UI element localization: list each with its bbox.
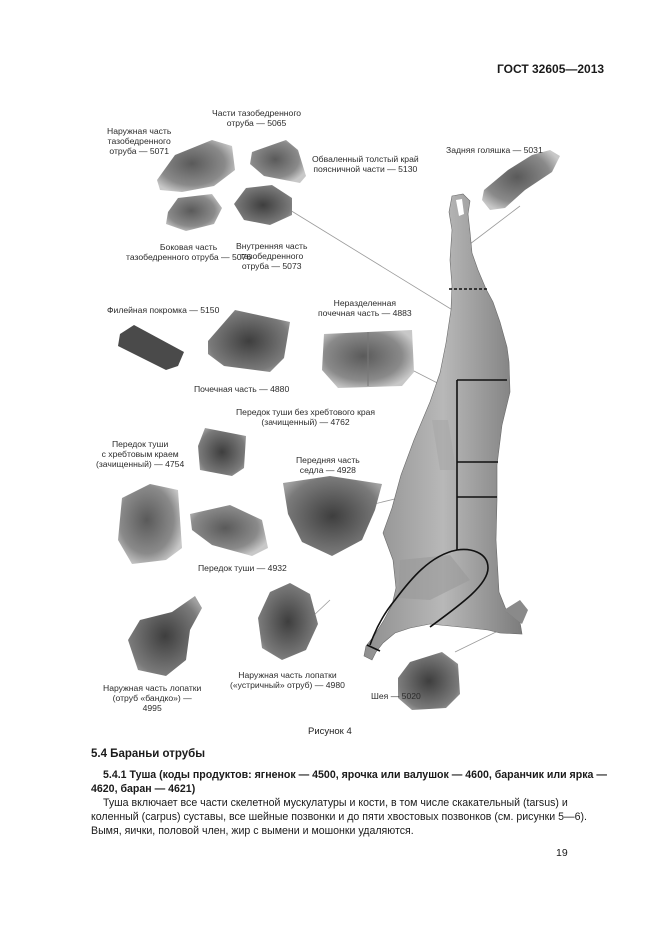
cut-5076 xyxy=(166,194,222,231)
cut-4932 xyxy=(190,505,268,556)
cut-4754 xyxy=(118,484,182,564)
cut-5031 xyxy=(482,150,560,210)
cut-5150 xyxy=(118,325,184,370)
label-4762: Передок туши без хребтового края(зачищен… xyxy=(236,407,376,428)
label-5031: Задняя голяшка — 5031 xyxy=(446,145,543,155)
subsection-title-line1: 5.4.1 Туша (коды продуктов: ягненок — 45… xyxy=(103,769,607,781)
cut-5020 xyxy=(398,652,460,710)
cut-4880 xyxy=(208,310,290,372)
page-number: 19 xyxy=(556,847,568,859)
cut-5065 xyxy=(250,140,306,183)
cut-5073 xyxy=(234,185,292,225)
section-title: 5.4 Бараньи отрубы xyxy=(91,748,206,760)
cut-4980 xyxy=(258,583,318,660)
label-5020: Шея — 5020 xyxy=(371,691,421,701)
cut-5071 xyxy=(157,140,235,192)
body-line-3: Вымя, яички, половой член, жир с вымени … xyxy=(91,825,414,837)
cut-4928 xyxy=(283,476,382,556)
label-4880: Почечная часть — 4880 xyxy=(194,384,290,394)
carcass-silhouette xyxy=(363,193,528,661)
body-line-1: Туша включает все части скелетной мускул… xyxy=(103,797,568,809)
cut-4762 xyxy=(198,428,246,476)
body-line-2: коленный (carpus) суставы, все шейные по… xyxy=(91,811,587,823)
label-4932: Передок туши — 4932 xyxy=(198,563,287,573)
label-4980: Наружная часть лопатки(«устричный» отруб… xyxy=(230,670,345,691)
subsection-title-line2: 4620, баран — 4621) xyxy=(91,783,196,795)
label-4995: Наружная часть лопатки(отруб «бандко») —… xyxy=(103,683,202,714)
standard-number: ГОСТ 32605—2013 xyxy=(497,62,605,76)
label-5150: Филейная покромка — 5150 xyxy=(107,305,220,315)
cut-4883 xyxy=(322,330,414,388)
carcass-cut-lines xyxy=(366,288,507,652)
figure-caption: Рисунок 4 xyxy=(308,726,352,737)
cut-4995 xyxy=(128,596,202,676)
